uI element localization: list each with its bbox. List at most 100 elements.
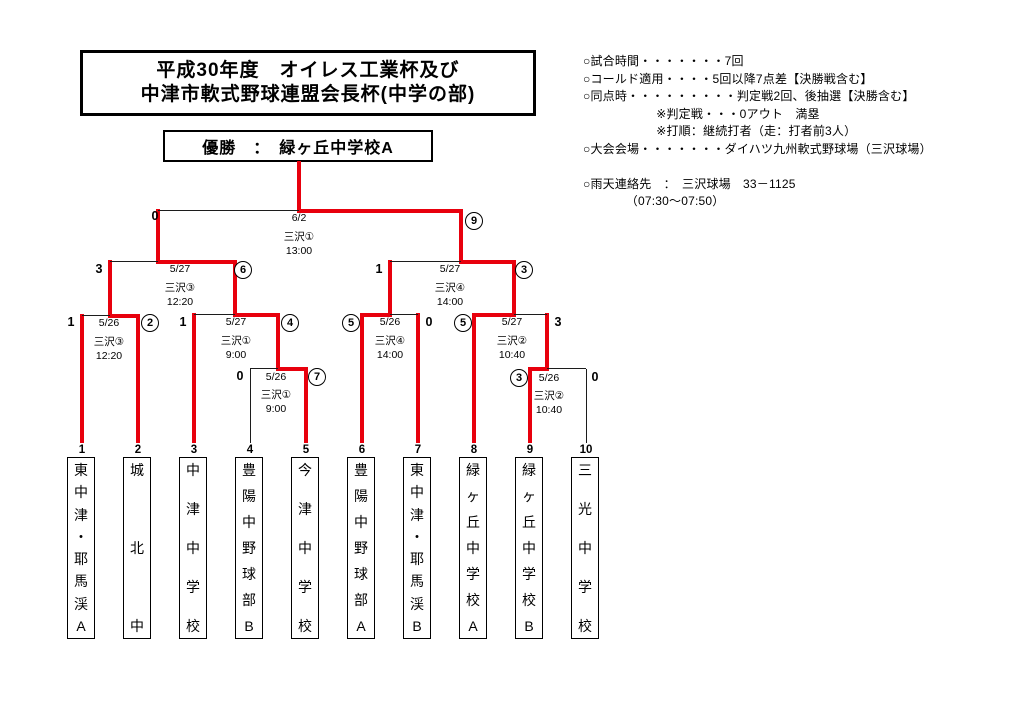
- score-left-winner: 5: [342, 314, 360, 332]
- winner-path-segment: [459, 209, 463, 264]
- winner-path-segment: [472, 313, 516, 317]
- match-venue: 三沢①: [283, 231, 315, 243]
- match-date: 6/2: [291, 212, 307, 224]
- match-venue: 三沢②: [496, 335, 528, 347]
- title-line1: 平成30年度 オイレス工業杯及び: [156, 60, 460, 81]
- winner-path-segment: [136, 314, 140, 443]
- winner-path-segment: [80, 314, 84, 443]
- rule-line: （07:30～07:50）: [583, 194, 725, 208]
- match-time: 13:00: [285, 245, 313, 257]
- title-line2: 中津市軟式野球連盟会長杯(中学の部): [140, 84, 476, 105]
- team-box: 城北中: [123, 457, 151, 639]
- winner-path-segment: [472, 313, 476, 443]
- bracket-line-segment: [250, 368, 278, 370]
- winner-path-segment: [276, 367, 308, 371]
- match-time: 10:40: [498, 349, 526, 361]
- rule-line: ○雨天連絡先 ： 三沢球場 33－1125: [583, 176, 796, 191]
- score-left: 3: [95, 262, 103, 276]
- winner-path-segment: [108, 260, 112, 318]
- match-venue: 三沢①: [260, 389, 292, 401]
- winner-path-segment: [297, 209, 463, 213]
- score-left: 1: [179, 315, 187, 329]
- winner-path-segment: [276, 313, 280, 371]
- winner-path-segment: [528, 367, 549, 371]
- rule-line: ○コールド適用・・・・5回以降7点差【決勝戦含む】: [583, 71, 873, 86]
- winner-path-segment: [108, 314, 140, 318]
- match-time: 12:20: [95, 350, 123, 362]
- bracket-line-segment: [547, 368, 586, 370]
- champion-box: 優勝 ： 緑ヶ丘中学校A: [163, 130, 433, 162]
- match-venue: 三沢③: [164, 282, 196, 294]
- rule-line: ○大会会場・・・・・・・ダイハツ九州軟式野球場（三沢球場）: [583, 141, 932, 156]
- winner-path-segment: [233, 260, 237, 317]
- team-seed: 3: [190, 444, 198, 456]
- match-venue: 三沢④: [374, 335, 406, 347]
- bracket-line-segment: [586, 369, 588, 443]
- match-date: 5/27: [501, 316, 523, 328]
- match-date: 5/26: [265, 371, 287, 383]
- team-seed: 5: [302, 444, 310, 456]
- score-left-winner: 3: [510, 369, 528, 387]
- score-left: 1: [67, 315, 75, 329]
- match-time: 10:40: [535, 404, 563, 416]
- rules-notes: ○試合時間・・・・・・・7回 ○コールド適用・・・・5回以降7点差【決勝戦含む】…: [583, 53, 932, 211]
- bracket-line-segment: [110, 261, 158, 263]
- bracket-line-segment: [390, 314, 418, 316]
- match-time: 12:20: [166, 296, 194, 308]
- team-box: 三光中学校: [571, 457, 599, 639]
- score-right: 0: [591, 370, 599, 384]
- team-seed: 10: [579, 444, 593, 456]
- winner-path-segment: [459, 260, 516, 264]
- winner-path-segment: [545, 313, 549, 371]
- match-date: 5/27: [225, 316, 247, 328]
- bracket-line-segment: [82, 315, 110, 317]
- score-right-winner: 7: [308, 368, 326, 386]
- team-box: 中津中学校: [179, 457, 207, 639]
- title-box: 平成30年度 オイレス工業杯及び 中津市軟式野球連盟会長杯(中学の部): [80, 50, 536, 116]
- champion-text: 優勝 ： 緑ヶ丘中学校A: [202, 140, 394, 157]
- score-right-winner: 2: [141, 314, 159, 332]
- bracket-line-segment: [158, 210, 299, 212]
- winner-path-segment: [156, 209, 160, 264]
- winner-path-segment: [360, 313, 392, 317]
- match-venue: 三沢②: [533, 390, 565, 402]
- score-right: 0: [425, 315, 433, 329]
- score-right-winner: 9: [465, 212, 483, 230]
- score-right-winner: 4: [281, 314, 299, 332]
- bracket-line-segment: [194, 314, 235, 316]
- winner-path-segment: [233, 313, 280, 317]
- match-date: 5/27: [439, 263, 461, 275]
- score-left: 0: [151, 209, 159, 223]
- bracket-line-segment: [390, 261, 461, 263]
- winner-path-segment: [360, 313, 364, 443]
- score-left: 0: [236, 369, 244, 383]
- match-date: 5/27: [169, 263, 191, 275]
- match-time: 9:00: [225, 349, 247, 361]
- rule-line: ○同点時・・・・・・・・・判定戦2回、後抽選【決勝含む】: [583, 89, 915, 103]
- winner-path-segment: [192, 313, 196, 443]
- winner-path-segment: [416, 313, 420, 443]
- rule-line: ○試合時間・・・・・・・7回: [583, 54, 744, 68]
- bracket-line-segment: [250, 369, 252, 443]
- bracket-line-segment: [514, 314, 547, 316]
- match-date: 5/26: [98, 317, 120, 329]
- winner-path-segment: [528, 367, 532, 443]
- match-date: 5/26: [538, 372, 560, 384]
- score-right: 3: [554, 315, 562, 329]
- team-seed: 4: [246, 444, 254, 456]
- team-seed: 8: [470, 444, 478, 456]
- winner-path-segment: [304, 367, 308, 443]
- match-venue: 三沢③: [93, 336, 125, 348]
- rule-line: [583, 158, 932, 176]
- match-time: 9:00: [265, 403, 287, 415]
- match-time: 14:00: [376, 349, 404, 361]
- match-venue: 三沢④: [434, 282, 466, 294]
- match-time: 14:00: [436, 296, 464, 308]
- score-left-winner: 5: [454, 314, 472, 332]
